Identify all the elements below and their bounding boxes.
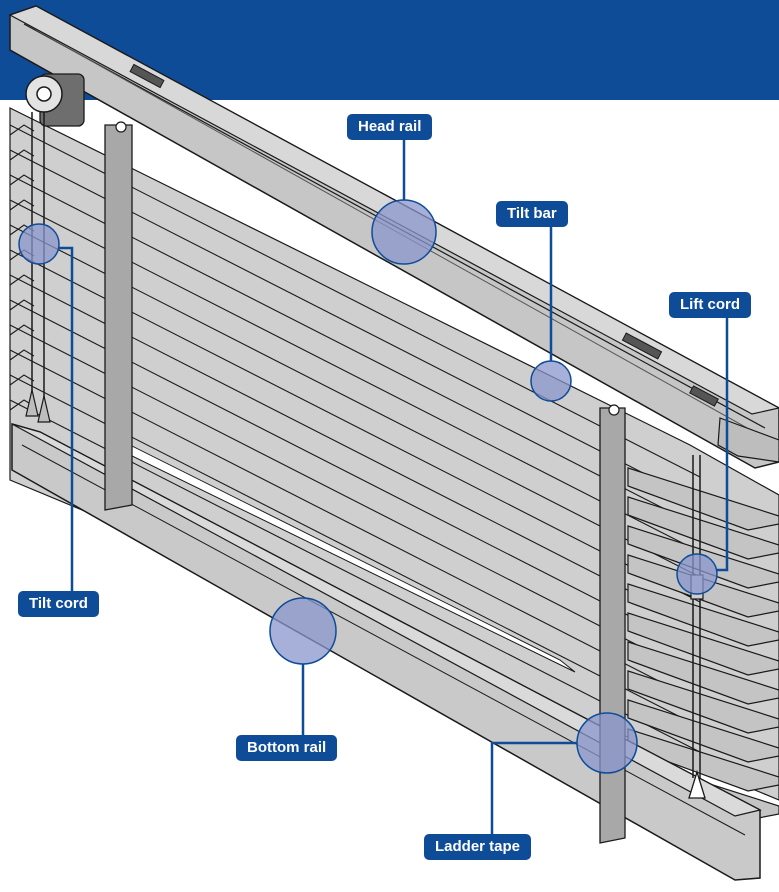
stack-slat — [627, 496, 779, 560]
ladder-tape-label: Ladder tape — [424, 834, 532, 860]
tilt-bar-slot — [689, 385, 719, 407]
highlight-circles — [18, 199, 718, 774]
leader-ladder-tape — [490, 741, 577, 834]
lift-cord-label: Lift cord — [669, 292, 751, 318]
highlight-bottom-rail — [269, 597, 337, 665]
slat-panel — [9, 107, 779, 801]
slat-end — [9, 199, 35, 211]
slat-end — [9, 374, 35, 386]
slat-end — [9, 174, 35, 186]
head-rail-label: Head rail — [347, 114, 433, 140]
slat-end — [9, 324, 35, 336]
highlight-tilt-bar — [530, 360, 572, 402]
tassel-icon — [37, 395, 51, 423]
slat-end — [9, 299, 35, 311]
stack-slat — [627, 670, 779, 734]
lift-cord-weight-icon — [688, 769, 706, 799]
highlight-tilt-cord — [18, 223, 60, 265]
ladder-tape-right — [599, 407, 626, 844]
bottom-rail-label: Bottom rail — [236, 735, 338, 761]
slat-end — [9, 274, 35, 286]
ladder-tape-right-hole — [608, 404, 620, 416]
ladder-tape-left-hole — [115, 121, 127, 133]
stack-slat — [627, 699, 779, 763]
tilt-cord-label: Tilt cord — [18, 591, 99, 617]
tilt-bar-slot — [129, 63, 165, 89]
stack-slat — [627, 612, 779, 676]
slat-end — [9, 349, 35, 361]
leader-lines — [59, 140, 729, 834]
stack-slat — [627, 583, 779, 647]
stack-slat — [627, 467, 779, 531]
stack-slat — [627, 641, 779, 705]
highlight-lift-cord — [676, 553, 718, 595]
tilt-mechanism-icon — [25, 73, 85, 127]
highlight-head-rail — [371, 199, 437, 265]
highlight-ladder-tape — [576, 712, 638, 774]
head-rail-end-cap — [717, 417, 779, 463]
bottom-rail-top-face — [11, 423, 762, 817]
leader-tilt-cord — [59, 246, 74, 591]
leader-lift-cord — [717, 318, 729, 572]
slat-end — [9, 149, 35, 161]
tilt-bar-slot — [621, 332, 663, 360]
slat-end — [9, 124, 35, 136]
ladder-tape-left — [104, 124, 133, 511]
tilt-bar-label: Tilt bar — [496, 201, 568, 227]
tassel-icon — [25, 389, 39, 417]
